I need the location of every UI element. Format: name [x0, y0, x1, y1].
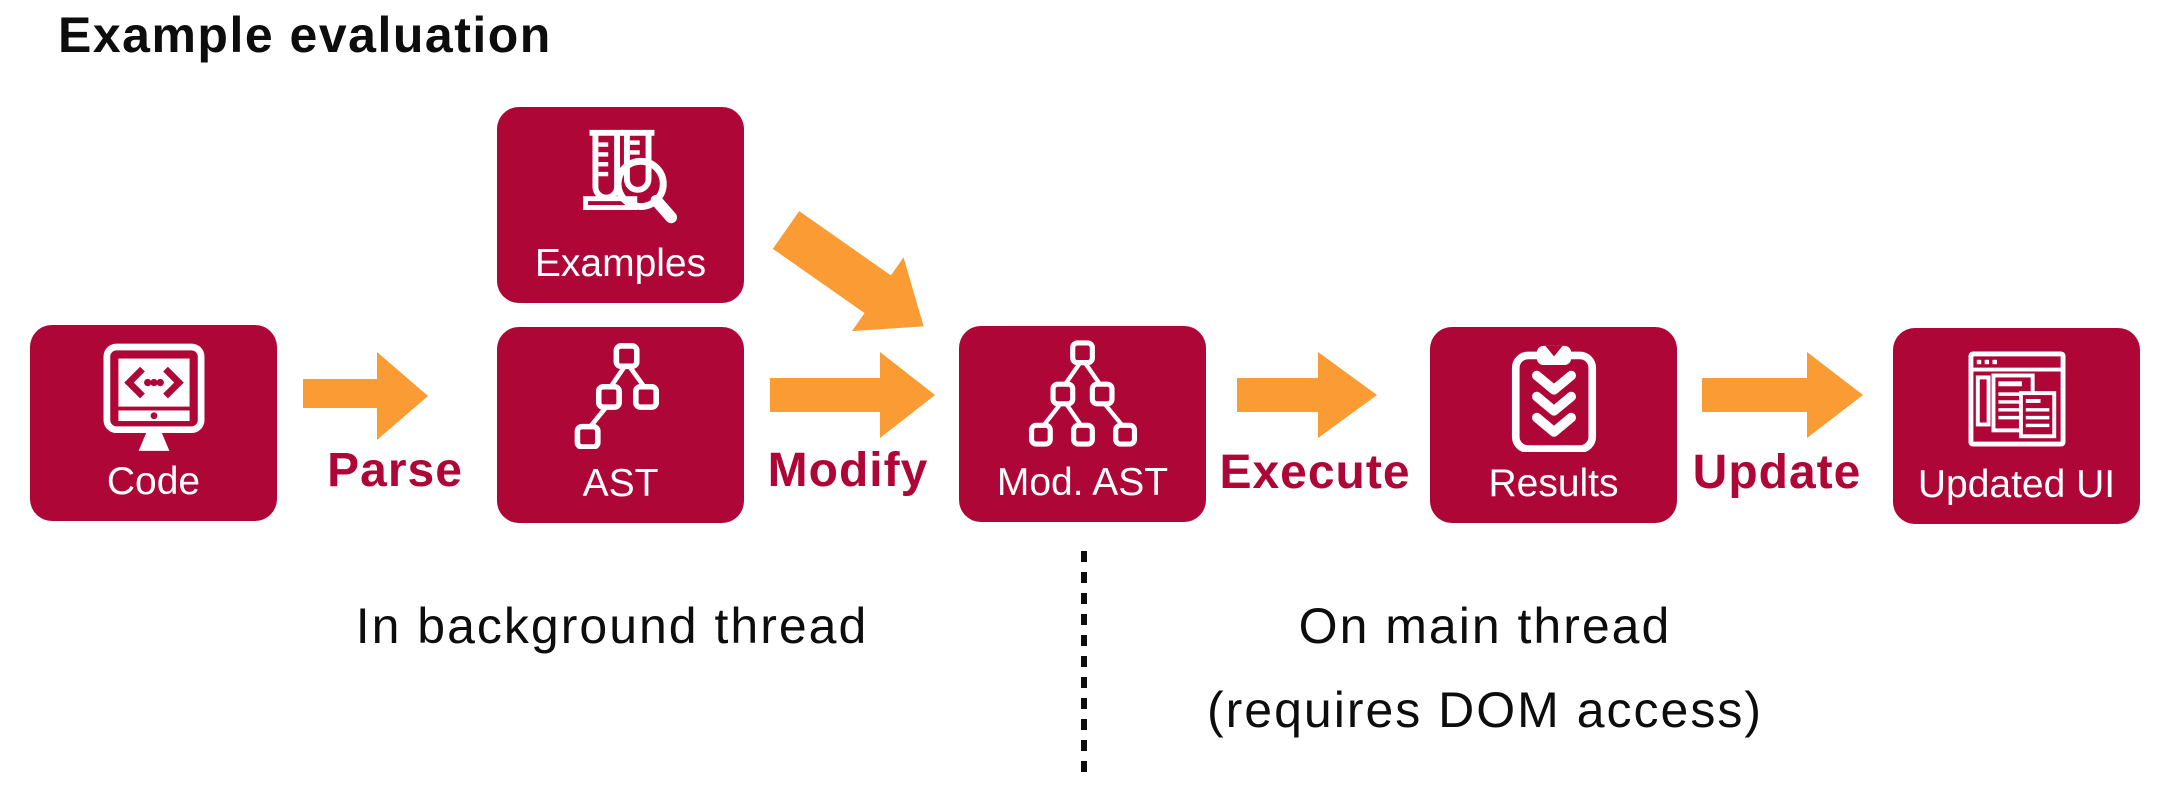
- modify-label: Modify: [767, 444, 929, 497]
- diagram-title: Example evaluation: [58, 7, 552, 63]
- modify-arrow-icon: [770, 352, 935, 438]
- main-thread-label-line2: (requires DOM access): [1207, 682, 1763, 738]
- parse-arrow-icon: [303, 352, 428, 440]
- updated-ui-window-icon: [1967, 351, 2066, 447]
- node-ast: AST: [497, 327, 744, 523]
- node-updated-ui-label: Updated UI: [1917, 463, 2116, 506]
- node-code: Code: [30, 325, 277, 521]
- thread-divider-dashed-line: [1081, 551, 1087, 777]
- node-updated-ui: Updated UI: [1893, 328, 2140, 524]
- execute-label: Execute: [1219, 446, 1411, 499]
- update-label: Update: [1692, 446, 1862, 499]
- results-clipboard-icon: [1511, 345, 1596, 452]
- examples-test-tubes-icon: [582, 129, 677, 224]
- mod-ast-tree-icon: [1028, 340, 1137, 447]
- main-thread-label-line1: On main thread: [1298, 598, 1672, 654]
- node-examples-label: Examples: [534, 242, 707, 285]
- node-mod-ast-label: Mod. AST: [996, 461, 1169, 504]
- execute-arrow-icon: [1237, 352, 1377, 438]
- node-ast-label: AST: [582, 462, 659, 505]
- code-monitor-icon: [103, 343, 204, 451]
- background-thread-label: In background thread: [355, 598, 869, 654]
- node-code-label: Code: [106, 460, 201, 503]
- update-arrow-icon: [1702, 352, 1863, 438]
- node-examples: Examples: [497, 107, 744, 303]
- parse-label: Parse: [327, 444, 463, 497]
- node-results-label: Results: [1488, 462, 1619, 505]
- main-thread-label: On main thread (requires DOM access): [1175, 584, 1795, 752]
- examples-to-mod-ast-arrow-icon: [772, 211, 924, 332]
- node-results: Results: [1430, 327, 1677, 523]
- node-mod-ast: Mod. AST: [959, 326, 1206, 522]
- ast-tree-icon: [574, 343, 659, 449]
